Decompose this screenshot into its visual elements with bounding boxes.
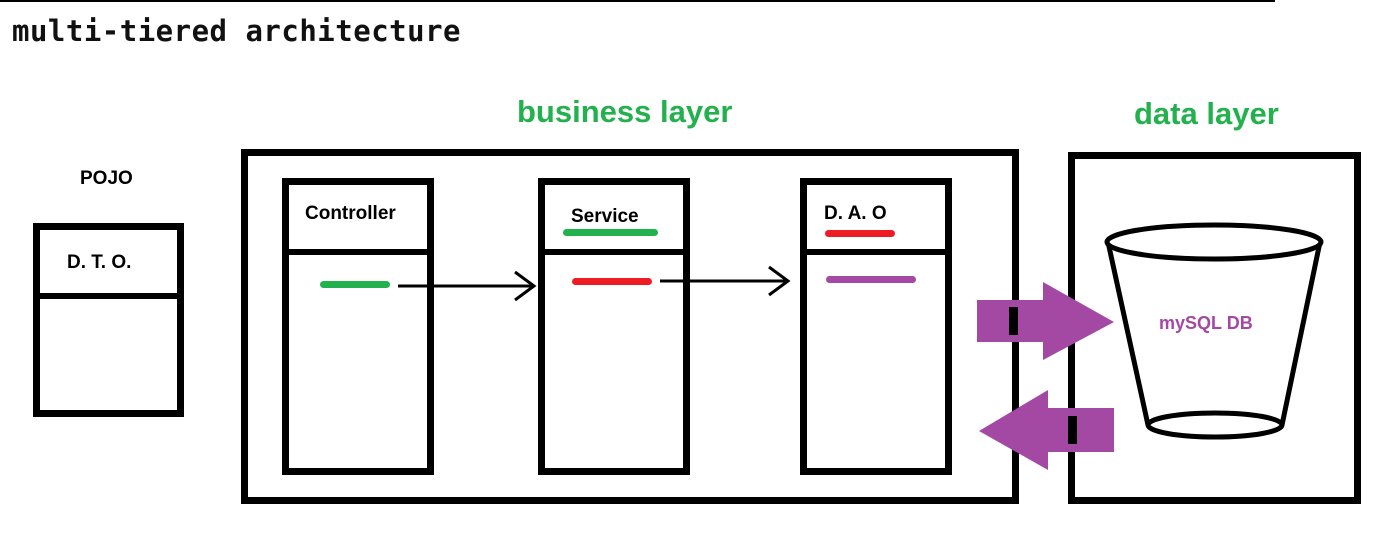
database-label: mySQL DB [1159,313,1253,333]
service-box [538,178,690,475]
controller-box-divider [282,249,434,255]
dao-label: D. A. O [824,203,887,224]
dto-label: D. T. O. [67,252,132,273]
dao-to-db-arrow [977,282,1114,360]
business-layer-heading: business layer [517,94,733,129]
dao-box [800,178,952,475]
controller-to-service-arrow [398,270,537,302]
dao-box-divider [800,249,952,255]
controller-label: Controller [305,203,396,224]
controller-box [282,178,434,475]
service-red-mark [572,278,652,285]
db-to-dao-arrow [979,390,1114,470]
top-divider-line [0,0,1275,2]
page-title: multi-tiered architecture [12,14,461,48]
data-layer-heading: data layer [1134,96,1279,131]
controller-green-mark [320,281,390,288]
service-to-dao-arrow [660,265,791,297]
dto-box [33,223,184,417]
service-green-mark [563,229,658,236]
service-box-divider [538,249,690,255]
service-label: Service [571,206,639,227]
pojo-heading: POJO [80,168,133,189]
database-icon [1104,222,1324,440]
dto-box-divider [33,293,184,299]
dao-red-mark [825,230,895,237]
dao-purple-mark [826,276,916,283]
